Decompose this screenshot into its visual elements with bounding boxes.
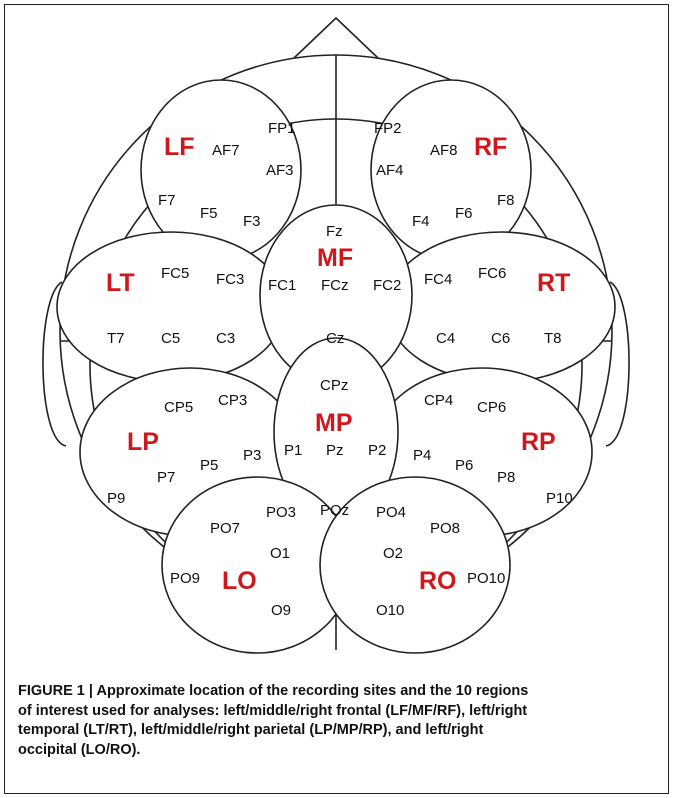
nose	[293, 16, 379, 59]
electrode-label: FP1	[268, 120, 296, 137]
electrode-label: PO7	[210, 520, 240, 537]
region-RT	[386, 231, 616, 383]
electrode-label: P2	[368, 442, 386, 459]
electrode-label: F7	[158, 192, 176, 209]
electrode-label: Fz	[326, 223, 343, 240]
electrode-label: P1	[284, 442, 302, 459]
electrode-label: O10	[376, 602, 404, 619]
electrode-label: F8	[497, 192, 515, 209]
electrode-label: F4	[412, 213, 430, 230]
electrode-label: F5	[200, 205, 218, 222]
electrode-label: CP6	[477, 399, 506, 416]
region-label: RF	[474, 133, 507, 161]
electrode-label: P9	[107, 490, 125, 507]
electrode-label: CP4	[424, 392, 453, 409]
right-ear	[605, 281, 630, 447]
region-label: LO	[222, 567, 257, 595]
electrode-label: FC5	[161, 265, 189, 282]
region-label: RP	[521, 428, 556, 456]
electrode-label: F3	[243, 213, 261, 230]
electrode-label: CP3	[218, 392, 247, 409]
electrode-label: CPz	[320, 377, 348, 394]
electrode-label: FC1	[268, 277, 296, 294]
region-label: LP	[127, 428, 159, 456]
caption-label: FIGURE 1 |	[18, 683, 93, 699]
electrode-label: T7	[107, 330, 125, 347]
electrode-label: O2	[383, 545, 403, 562]
electrode-label: POz	[320, 502, 349, 519]
left-ear	[42, 281, 67, 447]
electrode-label: AF3	[266, 162, 294, 179]
electrode-label: P3	[243, 447, 261, 464]
region-label: LF	[164, 133, 195, 161]
electrode-label: P6	[455, 457, 473, 474]
electrode-label: C3	[216, 330, 235, 347]
electrode-label: C4	[436, 330, 455, 347]
region-RO	[319, 476, 511, 654]
figure-caption: FIGURE 1 | Approximate location of the r…	[18, 682, 538, 760]
electrode-label: Pz	[326, 442, 344, 459]
electrode-label: PO3	[266, 504, 296, 521]
region-label: RT	[537, 269, 570, 297]
electrode-label: O1	[270, 545, 290, 562]
region-LT	[56, 231, 286, 383]
electrode-label: P7	[157, 469, 175, 486]
electrode-label: P10	[546, 490, 573, 507]
electrode-label: AF7	[212, 142, 240, 159]
electrode-label: FC4	[424, 271, 452, 288]
region-label: MP	[315, 409, 353, 437]
region-label: LT	[106, 269, 135, 297]
electrode-label: FCz	[321, 277, 349, 294]
electrode-label: P4	[413, 447, 431, 464]
electrode-label: P5	[200, 457, 218, 474]
region-label: RO	[419, 567, 457, 595]
electrode-label: O9	[271, 602, 291, 619]
electrode-label: FC2	[373, 277, 401, 294]
electrode-label: CP5	[164, 399, 193, 416]
electrode-label: PO8	[430, 520, 460, 537]
electrode-label: Cz	[326, 330, 344, 347]
electrode-label: FC3	[216, 271, 244, 288]
caption-text: Approximate location of the recording si…	[18, 683, 529, 758]
electrode-label: F6	[455, 205, 473, 222]
electrode-label: T8	[544, 330, 562, 347]
electrode-label: PO9	[170, 570, 200, 587]
electrode-label: AF4	[376, 162, 404, 179]
electrode-label: FP2	[374, 120, 402, 137]
electrode-label: AF8	[430, 142, 458, 159]
electrode-label: C6	[491, 330, 510, 347]
electrode-label: FC6	[478, 265, 506, 282]
electrode-label: P8	[497, 469, 515, 486]
electrode-label: PO10	[467, 570, 505, 587]
electrode-label: C5	[161, 330, 180, 347]
electrode-label: PO4	[376, 504, 406, 521]
region-label: MF	[317, 244, 353, 272]
